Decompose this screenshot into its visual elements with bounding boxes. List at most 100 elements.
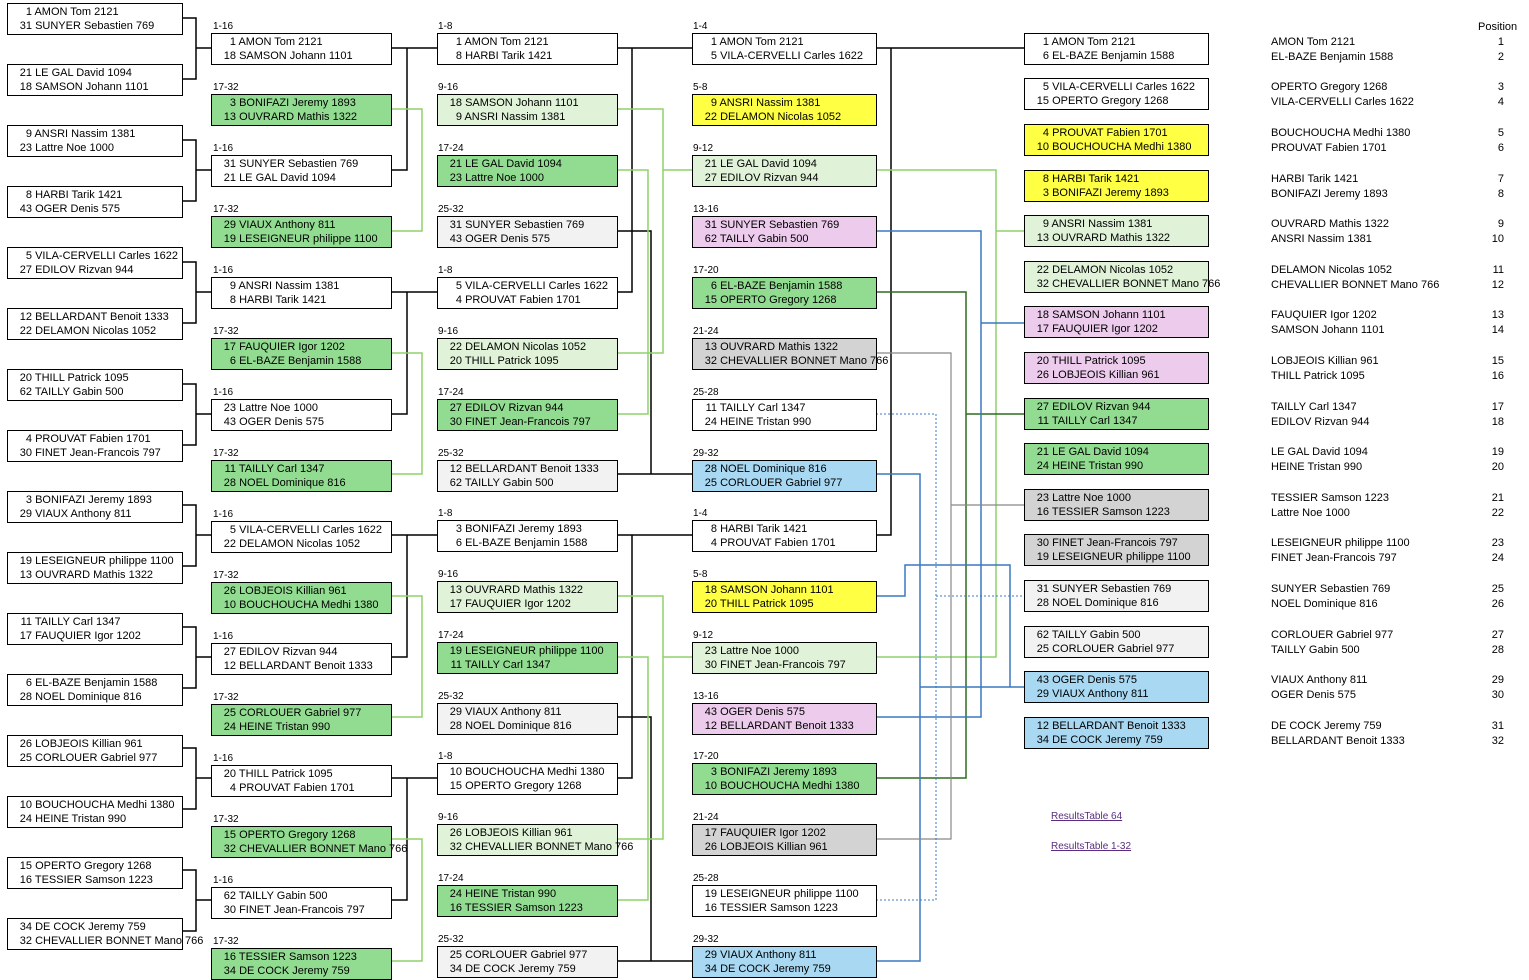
result-name: DELAMON Nicolas 1052 [1271,264,1393,276]
player-row: 15 OPERTO Gregory 1268 [442,779,615,793]
player-name: Lattre Noe 1000 [1052,492,1131,504]
round-label: 13-16 [693,691,719,702]
result-name: Lattre Noe 1000 [1271,507,1350,519]
result-position: 5 [1497,127,1504,139]
player-name: Lattre Noe 1000 [35,142,114,154]
round-label: 17-32 [213,448,239,459]
round-label: 1-16 [213,875,234,886]
player-seed: 15 [704,294,717,306]
player-seed: 21 [223,172,236,184]
player-seed: 9 [455,111,462,123]
result-name: TAILLY Gabin 500 [1271,644,1360,656]
player-seed: 4 [229,782,236,794]
player-name: BONIFAZI Jeremy 1893 [720,766,837,778]
results-table-64-link[interactable]: ResultsTable 64 [1051,811,1123,822]
player-name: OPERTO Gregory 1268 [35,860,152,872]
round-label: 9-16 [438,812,459,823]
player-seed: 4 [710,537,717,549]
player-name: VIAUX Anthony 811 [465,706,562,718]
player-seed: 43 [449,233,462,245]
player-row: 62 TAILLY Gabin 500 [216,889,389,903]
result-name: DE COCK Jeremy 759 [1271,720,1382,732]
player-row: 6 EL-BAZE Benjamin 1588 [12,676,180,690]
player-row: 3 BONIFAZI Jeremy 1893 [442,522,615,536]
player-name: EL-BAZE Benjamin 1588 [239,355,362,367]
player-seed: 62 [704,233,717,245]
player-row: 22 DELAMON Nicolas 1052 [12,324,180,338]
player-row: 4 PROUVAT Fabien 1701 [216,781,389,795]
player-row: 22 DELAMON Nicolas 1052 [442,340,615,354]
player-row: 62 TAILLY Gabin 500 [442,476,615,490]
result-name: ANSRI Nassim 1381 [1271,233,1372,245]
player-seed: 15 [223,829,236,841]
player-seed: 19 [223,233,236,245]
player-name: OPERTO Gregory 1268 [465,780,582,792]
player-name: THILL Patrick 1095 [238,768,333,780]
result-name: LESEIGNEUR philippe 1100 [1271,537,1410,549]
player-name: LOBJEOIS Killian 961 [465,827,573,839]
round-label: 29-32 [693,448,719,459]
player-name: AMON Tom 2121 [1051,36,1136,48]
player-seed: 23 [1036,492,1049,504]
player-row: 29 VIAUX Anthony 811 [216,218,389,232]
player-seed: 23 [19,142,32,154]
player-name: TAILLY Carl 1347 [719,402,806,414]
player-row: 1 AMON Tom 2121 [1029,35,1206,49]
player-seed: 11 [20,616,32,628]
player-name: AMON Tom 2121 [238,36,323,48]
round-label: 5-8 [693,569,708,580]
player-row: 23 Lattre Noe 1000 [697,644,874,658]
player-row: 17 FAUQUIER Igor 1202 [442,597,615,611]
player-seed: 6 [229,355,236,367]
player-row: 24 HEINE Tristan 990 [12,812,180,826]
result-position: 28 [1491,644,1504,656]
player-name: PROUVAT Fabien 1701 [720,537,836,549]
result-name: VIAUX Anthony 811 [1271,674,1368,686]
player-seed: 30 [1036,537,1049,549]
player-row: 17 FAUQUIER Igor 1202 [216,340,389,354]
player-name: NOEL Dominique 816 [35,691,142,703]
player-name: FINET Jean-Francois 797 [239,904,365,916]
player-row: 29 VIAUX Anthony 811 [12,507,180,521]
player-row: 20 THILL Patrick 1095 [216,767,389,781]
player-seed: 28 [19,691,32,703]
result-name: THILL Patrick 1095 [1271,370,1365,382]
player-name: LOBJEOIS Killian 961 [239,585,347,597]
round-label: 17-32 [213,82,239,93]
player-name: AMON Tom 2121 [34,6,119,18]
player-seed: 25 [449,949,462,961]
player-seed: 8 [229,294,236,306]
player-seed: 8 [455,50,462,62]
player-seed: 62 [449,477,462,489]
result-name: SUNYER Sebastien 769 [1271,583,1391,595]
player-name: VIAUX Anthony 811 [35,508,132,520]
results-table-1-32-link[interactable]: ResultsTable 1-32 [1051,841,1132,852]
player-row: 62 TAILLY Gabin 500 [697,232,874,246]
player-seed: 1 [25,6,32,18]
player-seed: 11 [1037,415,1049,427]
player-row: 23 Lattre Noe 1000 [442,171,615,185]
player-name: BONIFAZI Jeremy 1893 [35,494,152,506]
player-seed: 31 [449,219,462,231]
player-row: 12 BELLARDANT Benoit 1333 [216,659,389,673]
result-position: 15 [1491,355,1504,367]
player-row: 3 BONIFAZI Jeremy 1893 [697,765,874,779]
player-seed: 12 [449,463,462,475]
player-name: BONIFAZI Jeremy 1893 [465,523,582,535]
player-seed: 27 [704,172,717,184]
player-name: LE GAL David 1094 [1052,446,1149,458]
